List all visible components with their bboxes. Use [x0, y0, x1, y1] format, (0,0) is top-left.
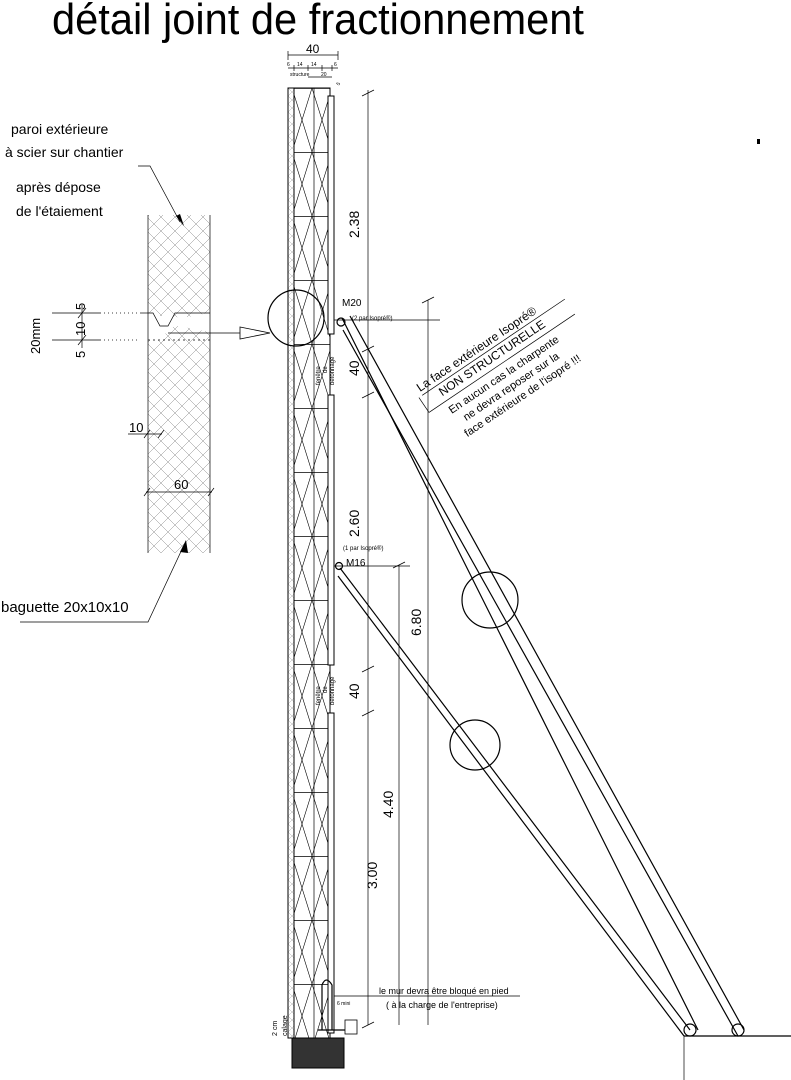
- anchor-m16-note: (1 par Isopré®): [343, 545, 383, 552]
- mini-label: 6 mini: [337, 1001, 350, 1007]
- dim-2-38: 2.38: [346, 211, 362, 238]
- dim-part-4: 6: [334, 62, 337, 68]
- dim-part-3: 14: [311, 62, 317, 68]
- top-dimensions: 40 6 14 14 6 structure 20 5: [287, 42, 342, 87]
- svg-text:fenêtre: fenêtre: [316, 686, 322, 705]
- baguette-label: baguette 20x10x10: [1, 599, 129, 616]
- svg-text:bétonnage: bétonnage: [330, 356, 336, 385]
- fenetre-upper: fenêtre de bétonnage: [316, 356, 336, 385]
- dim-10-mid: 10: [73, 322, 88, 336]
- dim-4-40: 4.40: [380, 791, 396, 818]
- dim-40-lower: 40: [346, 683, 362, 699]
- dim-40-upper: 40: [346, 360, 362, 376]
- after-label-line-2: de l'étaiement: [16, 203, 103, 219]
- dim-3-00: 3.00: [364, 862, 380, 889]
- calage-dim: 2 cm: [272, 1021, 279, 1036]
- props: [337, 315, 791, 1080]
- anchor-m16: M16: [346, 558, 366, 569]
- anchor-m20: M20: [342, 298, 362, 309]
- svg-text:fenêtre: fenêtre: [316, 366, 322, 385]
- foot-line-1: le mur devra être bloqué en pied: [379, 986, 509, 996]
- dim-20mm: 20mm: [28, 318, 43, 354]
- corner-mark: [757, 139, 760, 144]
- dim-5-bottom: 5: [73, 351, 88, 358]
- anchor-m20-note: (2 par Isopré®): [352, 315, 392, 322]
- dim-part-1: 6: [287, 62, 290, 68]
- wall-label-line-2: à scier sur chantier: [5, 144, 124, 160]
- fenetre-lower: fenêtre de bétonnage: [316, 676, 336, 705]
- detail-section: 20mm 5 10 5 10 60 paroi extérieure à sci…: [1, 121, 271, 623]
- foot-line-2: ( à la charge de l'entreprise): [386, 1000, 498, 1010]
- footing-block: [291, 1037, 345, 1069]
- svg-text:de: de: [323, 366, 329, 373]
- dim-6-80: 6.80: [408, 609, 424, 636]
- dim-total-40: 40: [306, 42, 320, 56]
- structure-label: structure: [290, 72, 310, 78]
- calage-label: calage: [282, 1015, 289, 1036]
- dim-part-2: 14: [297, 62, 303, 68]
- dim-2-60: 2.60: [346, 510, 362, 537]
- svg-text:bétonnage: bétonnage: [330, 676, 336, 705]
- wall-label-line-1: paroi extérieure: [11, 121, 108, 137]
- dim-10-horizontal: 10: [129, 420, 143, 435]
- anchors: M20 (2 par Isopré®) M16 (1 par Isopré®): [334, 298, 392, 571]
- dim-60: 60: [174, 477, 188, 492]
- small-dim-5: 5: [336, 81, 343, 87]
- foot-note: le mur devra être bloqué en pied ( à la …: [272, 986, 509, 1036]
- after-label-line-1: après dépose: [16, 179, 101, 195]
- dim-5-top: 5: [73, 303, 88, 310]
- svg-text:de: de: [323, 686, 329, 693]
- structure-value: 20: [321, 72, 327, 78]
- vertical-dimensions: 2.38 40 2.60 40 3.00 4.40 6.80: [334, 89, 520, 1029]
- warning-note: La face extérieure Isopré® NON STRUCTURE…: [414, 298, 583, 440]
- drawing-title: détail joint de fractionnement: [52, 0, 584, 44]
- wall-section: [267, 87, 358, 1069]
